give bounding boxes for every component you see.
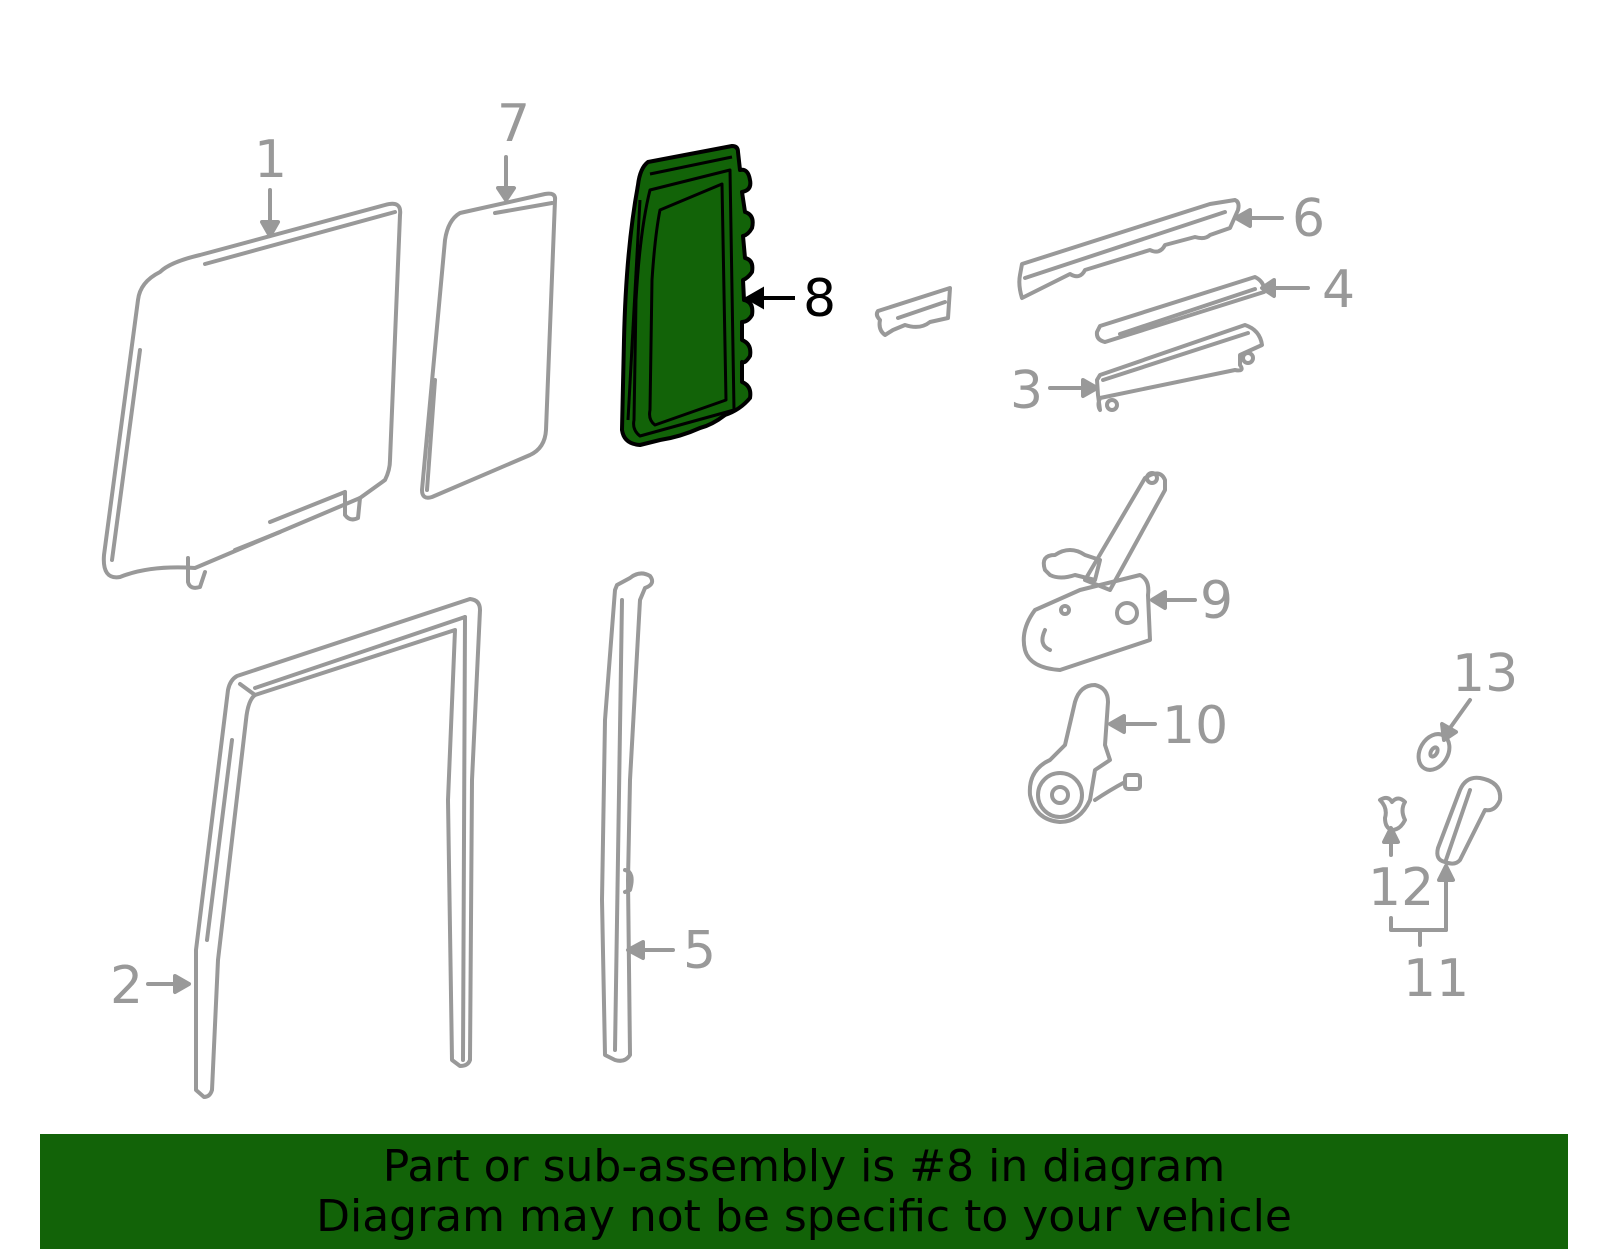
arrow-4 [1260, 278, 1310, 298]
arrow-10 [1108, 714, 1157, 734]
callout-6[interactable]: 6 [1292, 189, 1326, 249]
arrow-5 [626, 940, 675, 960]
arrow-12-and-11 [1382, 826, 1455, 947]
callout-4[interactable]: 4 [1322, 260, 1356, 320]
banner-line-1: Part or sub-assembly is #8 in diagram [382, 1141, 1226, 1192]
part-1-door-glass[interactable] [101, 201, 403, 590]
callout-1[interactable]: 1 [254, 130, 288, 190]
callout-12[interactable]: 12 [1368, 858, 1435, 918]
callout-13[interactable]: 13 [1452, 644, 1519, 704]
part-11-handle[interactable] [1435, 775, 1503, 866]
arrow-3 [1048, 378, 1099, 398]
callout-7[interactable]: 7 [497, 94, 531, 154]
arrow-6 [1234, 208, 1284, 228]
arrow-9 [1150, 590, 1197, 610]
callout-9[interactable]: 9 [1200, 571, 1234, 631]
info-banner: Part or sub-assembly is #8 in diagram Di… [40, 1134, 1568, 1249]
arrow-2 [146, 974, 191, 994]
part-7-quarter-glass[interactable] [420, 191, 558, 500]
callout-11[interactable]: 11 [1403, 949, 1470, 1009]
banner-line-2: Diagram may not be specific to your vehi… [316, 1191, 1292, 1242]
part-12-clip[interactable] [1378, 795, 1407, 832]
callout-2[interactable]: 2 [110, 956, 144, 1016]
callout-5[interactable]: 5 [683, 921, 717, 981]
part-10-motor[interactable] [1027, 683, 1142, 824]
callout-3[interactable]: 3 [1010, 361, 1044, 421]
part-8-highlighted-glass-seal[interactable] [620, 144, 755, 447]
part-3-lower-channel[interactable] [1095, 323, 1264, 412]
part-2-run-channel[interactable] [194, 597, 482, 1099]
part-4-guide[interactable] [1094, 275, 1267, 344]
part-small-bracket[interactable] [874, 286, 952, 337]
arrow-7 [496, 155, 516, 202]
part-5-division-bar[interactable] [600, 571, 655, 1063]
part-9-regulator[interactable] [1021, 471, 1167, 672]
arrow-13 [1440, 698, 1472, 742]
arrow-1 [260, 188, 280, 238]
part-6-channel[interactable] [1017, 198, 1241, 300]
callout-8[interactable]: 8 [803, 269, 837, 329]
arrow-8 [743, 286, 795, 310]
callout-10[interactable]: 10 [1162, 696, 1229, 756]
